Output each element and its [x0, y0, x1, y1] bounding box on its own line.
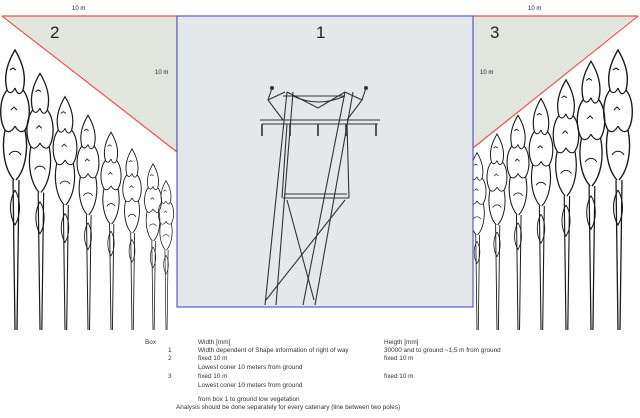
- row-4-box: 3: [168, 373, 172, 380]
- box-3-label: 3: [490, 23, 499, 42]
- tree-icon: [602, 49, 634, 330]
- row-5-width: Lowest coner 10 meters from ground: [198, 382, 303, 389]
- col-header-height: Heigth [mm]: [384, 339, 419, 346]
- row-1-height: 30000 and to ground ~1,5 m from ground: [384, 347, 501, 354]
- insulator-group: [261, 124, 377, 136]
- row-4-height: fixed 10 m: [384, 373, 414, 380]
- tree-icon: [157, 180, 175, 330]
- tree-icon: [100, 131, 122, 330]
- dimension-right-side: 10 m: [480, 70, 493, 76]
- dimension-left-side: 10 m: [155, 70, 168, 76]
- row-2-width: fixed 10 m: [198, 355, 228, 362]
- note-2: Analysis should be done separately for e…: [176, 404, 401, 411]
- col-header-width: Width [mm]: [198, 339, 231, 346]
- tree-icon: [506, 114, 530, 330]
- dimension-top-left: 10 m: [72, 6, 85, 12]
- row-1-box: 1: [168, 347, 172, 354]
- tree-icon: [52, 95, 78, 330]
- tree-icon: [0, 49, 31, 330]
- tree-icon: [122, 148, 142, 330]
- tree-icon: [486, 133, 508, 330]
- row-2-height: fixed 10 m: [384, 355, 414, 362]
- tree-icon: [26, 72, 54, 330]
- shield-wire-tips: [270, 86, 368, 90]
- row-2-box: 2: [168, 355, 172, 362]
- tree-icon: [76, 114, 100, 330]
- right-of-way-box-1: [176, 15, 474, 308]
- dimension-top-right: 10 m: [528, 6, 541, 12]
- tree-icon: [143, 163, 163, 330]
- box-2-label: 2: [50, 23, 59, 42]
- col-header-box: Box: [145, 339, 157, 346]
- row-3-width: Lowest coner 10 meters from ground: [198, 364, 303, 371]
- tree-icon: [528, 97, 554, 330]
- box-1-label: 1: [316, 23, 325, 42]
- note-1: from box 1 to ground low vegetation: [198, 396, 300, 403]
- pylon-icon: [260, 87, 380, 306]
- tree-icon: [576, 60, 606, 330]
- tree-icon: [552, 79, 580, 330]
- right-of-way-diagram: 1 2 3 10 m 10 m 10 m 10 m: [0, 6, 639, 330]
- row-1-width: Width dependent of Shape information of …: [198, 347, 349, 354]
- row-4-width: fixed 10 m: [198, 373, 228, 380]
